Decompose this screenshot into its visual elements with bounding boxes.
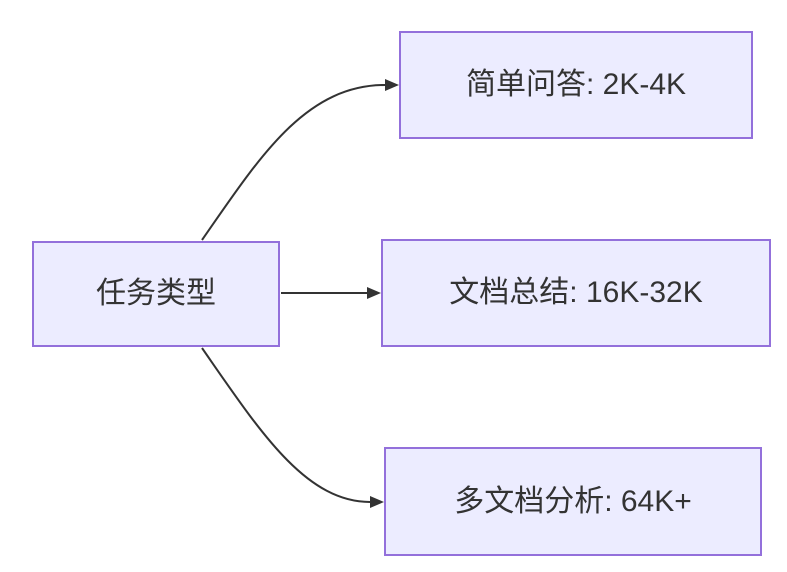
node-task-type-label: 任务类型: [96, 277, 216, 310]
node-simple-qa-label: 简单问答: 2K-4K: [465, 68, 687, 101]
node-multi-doc-analysis: 多文档分析: 64K+: [384, 447, 762, 556]
edge-task-type-to-simple-qa: [201, 79, 399, 241]
node-simple-qa: 简单问答: 2K-4K: [399, 31, 753, 139]
edge-task-type-to-multi-doc-analysis: [201, 347, 384, 508]
node-task-type: 任务类型: [32, 241, 280, 347]
node-doc-summary: 文档总结: 16K-32K: [381, 239, 771, 347]
node-multi-doc-analysis-label: 多文档分析: 64K+: [454, 484, 692, 518]
node-doc-summary-label: 文档总结: 16K-32K: [449, 276, 703, 309]
